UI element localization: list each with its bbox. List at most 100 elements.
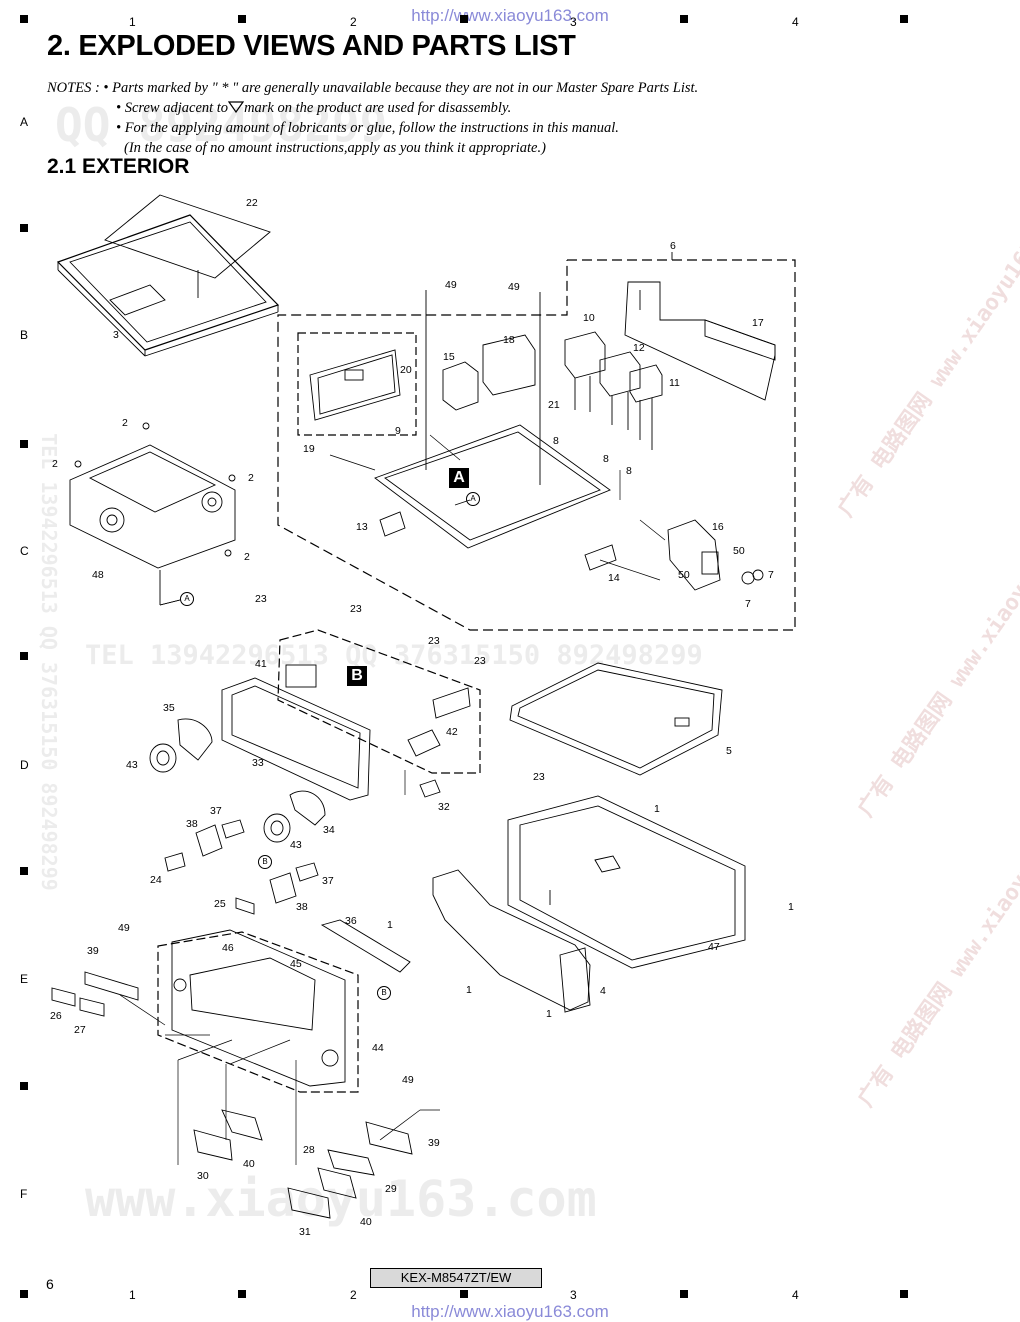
part-label: 23 <box>255 593 267 605</box>
connector-mark-a: A <box>180 592 194 606</box>
part-label: 33 <box>252 757 264 769</box>
grid-mark <box>900 15 908 23</box>
button-parts-left <box>51 819 319 1017</box>
part-label: 13 <box>356 521 368 533</box>
part-label: 7 <box>768 569 774 581</box>
part-label: 21 <box>548 399 560 411</box>
notes-block: NOTES : • Parts marked by " * " are gene… <box>47 78 698 158</box>
bracket-part-17 <box>624 281 776 401</box>
grid-mark <box>238 15 246 23</box>
board-part-20 <box>309 349 401 421</box>
grid-mark <box>20 224 28 232</box>
part-label: 29 <box>385 1183 397 1195</box>
grid-column-3: 3 <box>570 1288 577 1302</box>
part-label: 1 <box>387 919 393 931</box>
grid-row-a: A <box>20 115 29 129</box>
grid-column-1: 1 <box>129 15 136 29</box>
assembly-boundary-6 <box>277 259 796 631</box>
grid-mark <box>20 652 28 660</box>
connector-mark-b: B <box>377 986 391 1000</box>
notes-lead: NOTES : <box>47 80 100 96</box>
part-label: 50 <box>678 569 690 581</box>
notes-line-4: (In the case of no amount instructions,a… <box>124 140 546 156</box>
part-label: 9 <box>395 425 401 437</box>
part-label: 8 <box>626 465 632 477</box>
notes-line-3: • For the applying amount of lobricants … <box>116 120 619 136</box>
assembly-boundary-b <box>277 629 481 774</box>
grid-column-4: 4 <box>792 15 799 29</box>
watermark-tel: TEL 13942296513 QQ 376315150 892498299 <box>85 640 703 671</box>
assembly-boundary-19 <box>297 332 417 436</box>
grid-row-b: B <box>20 328 29 342</box>
part-label: 15 <box>443 351 455 363</box>
part-label: 27 <box>74 1024 86 1036</box>
part-label: 39 <box>428 1137 440 1149</box>
part-label: 49 <box>445 279 457 291</box>
part-label: 1 <box>654 803 660 815</box>
notes-line-2: • Screw adjacent to <box>116 100 229 116</box>
grid-mark <box>20 440 28 448</box>
part-label: 14 <box>608 572 620 584</box>
grid-row-c: C <box>20 544 29 558</box>
grid-row-f: F <box>20 1187 28 1201</box>
board-part-5 <box>509 662 723 776</box>
grid-column-2: 2 <box>350 1288 357 1302</box>
watermark-www: www.xiaoyu163.com <box>85 1170 597 1228</box>
part-label: 34 <box>323 824 335 836</box>
grid-mark <box>680 15 688 23</box>
part-label: 6 <box>670 240 676 252</box>
front-board-part-33 <box>221 664 471 801</box>
chassis-part-47 <box>507 795 746 969</box>
part-label: 50 <box>733 545 745 557</box>
part-label: 49 <box>118 922 130 934</box>
grid-mark <box>460 1290 468 1298</box>
part-label: 23 <box>428 635 440 647</box>
bracket-part-4 <box>432 869 591 1013</box>
grid-column-1: 1 <box>129 1288 136 1302</box>
grid-mark <box>460 15 468 23</box>
part-label: 43 <box>290 839 302 851</box>
disassembly-triangle-icon <box>227 101 245 114</box>
top-case-part <box>56 194 280 357</box>
part-label: 41 <box>255 658 267 670</box>
notes-line-2b: mark on the product are used for disasse… <box>244 100 512 116</box>
grid-mark <box>900 1290 908 1298</box>
part-label: 37 <box>322 875 334 887</box>
part-label: 45 <box>290 958 302 970</box>
part-label: 31 <box>299 1226 311 1238</box>
grid-mark <box>20 1082 28 1090</box>
part-label: 35 <box>163 702 175 714</box>
footer-url[interactable]: http://www.xiaoyu163.com <box>411 1302 609 1321</box>
bracket-part-16 <box>667 519 764 591</box>
part-label: 24 <box>150 874 162 886</box>
part-label: 46 <box>222 942 234 954</box>
bar-part-36 <box>320 919 411 973</box>
part-label: 2 <box>122 417 128 429</box>
assembly-boundary-44 <box>157 931 359 1093</box>
part-label: 17 <box>752 317 764 329</box>
grid-mark <box>20 15 28 23</box>
part-label: 18 <box>503 334 515 346</box>
grid-column-3: 3 <box>570 15 577 29</box>
part-label: 42 <box>446 726 458 738</box>
part-label: 28 <box>303 1144 315 1156</box>
model-number: KEX-M8547ZT/EW <box>370 1268 542 1288</box>
part-label: 39 <box>87 945 99 957</box>
part-label: 1 <box>466 984 472 996</box>
grid-row-d: D <box>20 758 29 772</box>
part-label: 36 <box>345 915 357 927</box>
part-label: 8 <box>603 453 609 465</box>
grid-mark <box>238 1290 246 1298</box>
part-label: 7 <box>745 598 751 610</box>
part-label: 48 <box>92 569 104 581</box>
part-label: 26 <box>50 1010 62 1022</box>
part-label: 2 <box>248 472 254 484</box>
part-label: 19 <box>303 443 315 455</box>
grid-row-e: E <box>20 972 29 986</box>
part-label: 49 <box>508 281 520 293</box>
part-label: 37 <box>210 805 222 817</box>
section-title: 2.1 EXTERIOR <box>47 155 190 178</box>
part-label: 38 <box>186 818 198 830</box>
part-label: 3 <box>113 329 119 341</box>
